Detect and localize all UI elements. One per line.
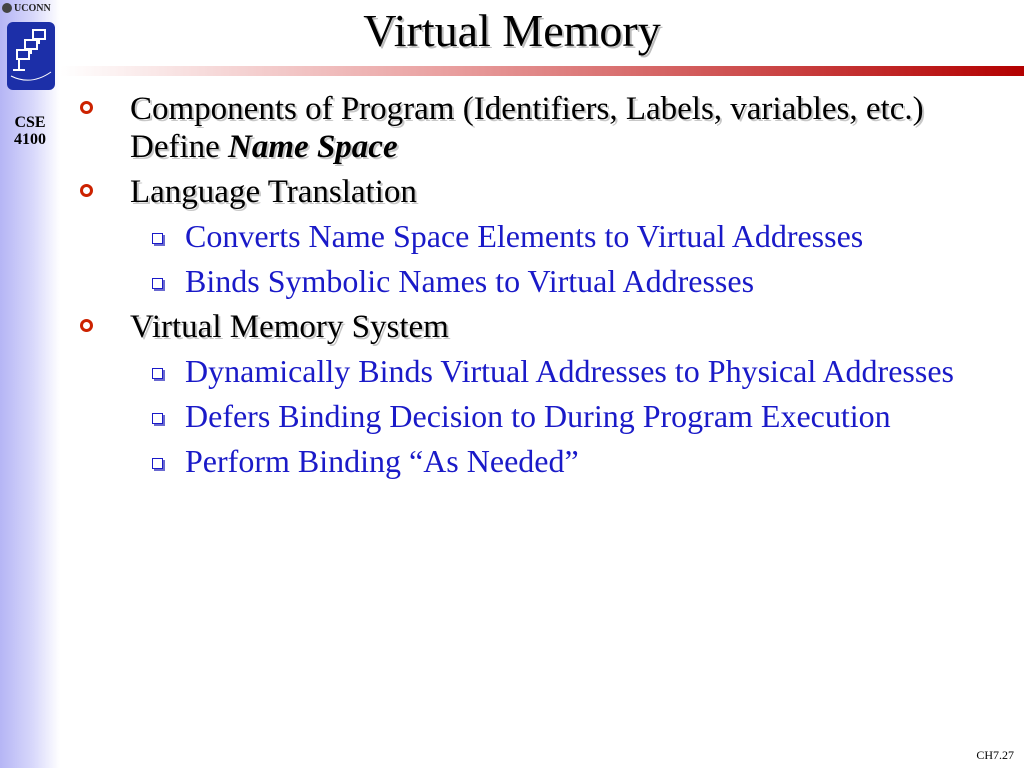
square-bullet-icon <box>152 278 163 289</box>
square-bullet-icon <box>152 233 163 244</box>
sub-bullet-text: Converts Name Space Elements to Virtual … <box>185 218 864 254</box>
cse-department-logo <box>7 22 55 90</box>
course-prefix: CSE <box>14 114 46 131</box>
sub-bullet-text: Perform Binding “As Needed” <box>185 443 579 479</box>
circle-bullet-icon <box>80 101 93 114</box>
circle-bullet-icon <box>80 319 93 332</box>
university-name: UCONN <box>14 2 51 14</box>
circle-bullet-icon <box>80 184 93 197</box>
sub-bullet: Defers Binding Decision to During Progra… <box>70 398 1016 435</box>
uconn-wordmark: UCONN <box>2 1 51 15</box>
sub-bullet-text: Defers Binding Decision to During Progra… <box>185 398 891 434</box>
sub-bullet-text: Binds Symbolic Names to Virtual Addresse… <box>185 263 755 299</box>
bullet-virtual-memory-system: Virtual Memory System <box>70 308 1016 346</box>
bullet-text: Components of Program (Identifiers, Labe… <box>130 91 924 165</box>
sub-bullet: Converts Name Space Elements to Virtual … <box>70 218 1016 255</box>
bullet-language-translation: Language Translation <box>70 173 1016 211</box>
sub-bullet: Binds Symbolic Names to Virtual Addresse… <box>70 263 1016 300</box>
square-bullet-icon <box>152 458 163 469</box>
square-bullet-icon <box>152 368 163 379</box>
sub-bullet: Dynamically Binds Virtual Addresses to P… <box>70 353 1016 390</box>
course-code: CSE 4100 <box>0 114 60 148</box>
course-number: 4100 <box>14 131 46 148</box>
slide-content: Components of Program (Identifiers, Labe… <box>70 90 1016 488</box>
slide-number: CH7.27 <box>976 748 1014 762</box>
title-underline-bar <box>60 66 1024 76</box>
slide-title: Virtual Memory <box>363 5 661 56</box>
bullet-text: Virtual Memory System <box>130 309 449 345</box>
sidebar: UCONN CSE 4100 <box>0 0 60 768</box>
uconn-seal-icon <box>2 3 12 13</box>
square-bullet-icon <box>152 413 163 424</box>
sub-bullet-text: Dynamically Binds Virtual Addresses to P… <box>185 353 954 389</box>
bullet-text: Language Translation <box>130 174 417 210</box>
bullet-components: Components of Program (Identifiers, Labe… <box>70 90 1016 166</box>
sub-bullet: Perform Binding “As Needed” <box>70 443 1016 480</box>
bullet-emphasis: Name Space <box>228 129 398 165</box>
